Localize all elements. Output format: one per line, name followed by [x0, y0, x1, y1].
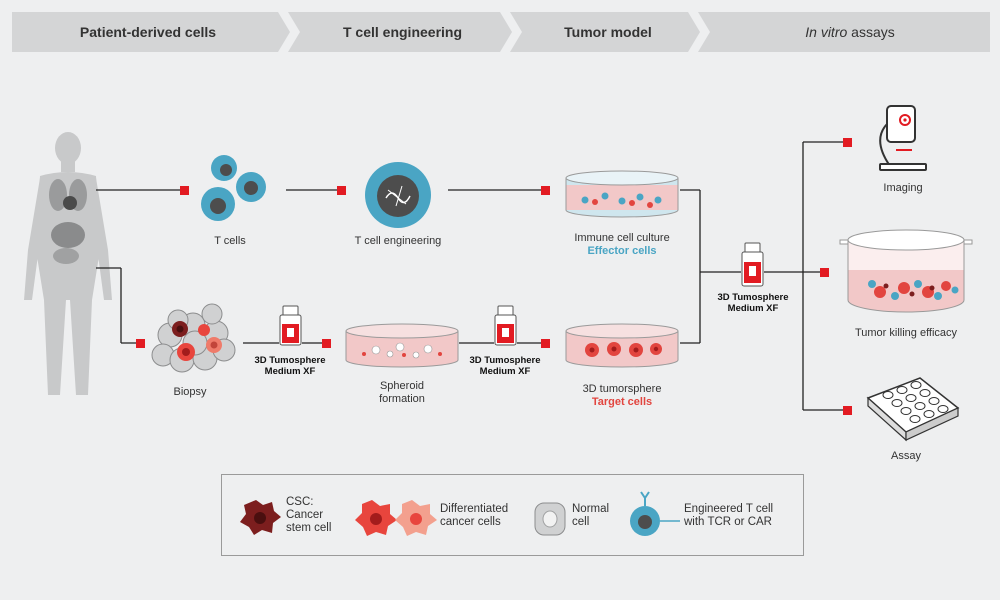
- label-tumor-killing-efficacy: Tumor killing efficacy: [854, 327, 958, 339]
- stage-banner-3: [510, 12, 700, 52]
- immune-cell-culture-dish-icon: [565, 170, 679, 218]
- stage-label-tumor-model: Tumor model: [564, 24, 652, 40]
- label-t-cells: T cells: [214, 235, 246, 247]
- microscope-icon: [879, 105, 927, 171]
- medium-bottle-icon-3: [741, 242, 764, 287]
- step-markers: [136, 138, 852, 415]
- human-body-icon: [24, 132, 112, 395]
- stage-banner-2: [288, 12, 512, 52]
- label-imaging: Imaging: [883, 182, 923, 194]
- legend-differentiated-icon-1: [355, 500, 397, 536]
- medium-bottle-icon-1: [279, 305, 302, 346]
- legend-differentiated-icon-2: [395, 500, 437, 536]
- tumorsphere-dish-icon: [565, 323, 679, 368]
- stage-banner-1: [12, 12, 290, 52]
- biopsy-cluster-icon: [151, 303, 236, 373]
- stage-label-patient-derived-cells: Patient-derived cells: [79, 24, 217, 40]
- multiwell-plate-icon: [866, 377, 960, 442]
- spheroid-formation-dish-icon: [345, 323, 459, 368]
- label-target-cells: Target cells: [591, 396, 653, 408]
- label-assay: Assay: [891, 450, 921, 462]
- label-t-cell-engineering: T cell engineering: [354, 235, 442, 247]
- legend-csc-icon: [240, 500, 281, 535]
- legend-box: [221, 474, 804, 556]
- t-cell-engineering-icon: [365, 162, 431, 228]
- connector-lines: [96, 141, 847, 411]
- legend-normal-cell-icon: [534, 502, 566, 536]
- tumor-killing-dish-icon: [839, 229, 973, 313]
- t-cells-icon: [201, 155, 266, 221]
- stage-label-t-cell-engineering: T cell engineering: [342, 24, 463, 40]
- medium-bottle-icon-2: [494, 305, 517, 346]
- label-3d-tumorsphere: 3D tumorsphere Target cells: [566, 383, 678, 409]
- stage-banner-4: [698, 12, 990, 52]
- legend-engineered-t-cell-icon: [630, 491, 680, 536]
- label-biopsy: Biopsy: [173, 386, 207, 398]
- label-immune-cell-culture: Immune cell culture Effector cells: [556, 232, 688, 258]
- label-effector-cells: Effector cells: [587, 245, 657, 257]
- stage-label-in-vitro-assays: In vitro assays: [805, 24, 895, 40]
